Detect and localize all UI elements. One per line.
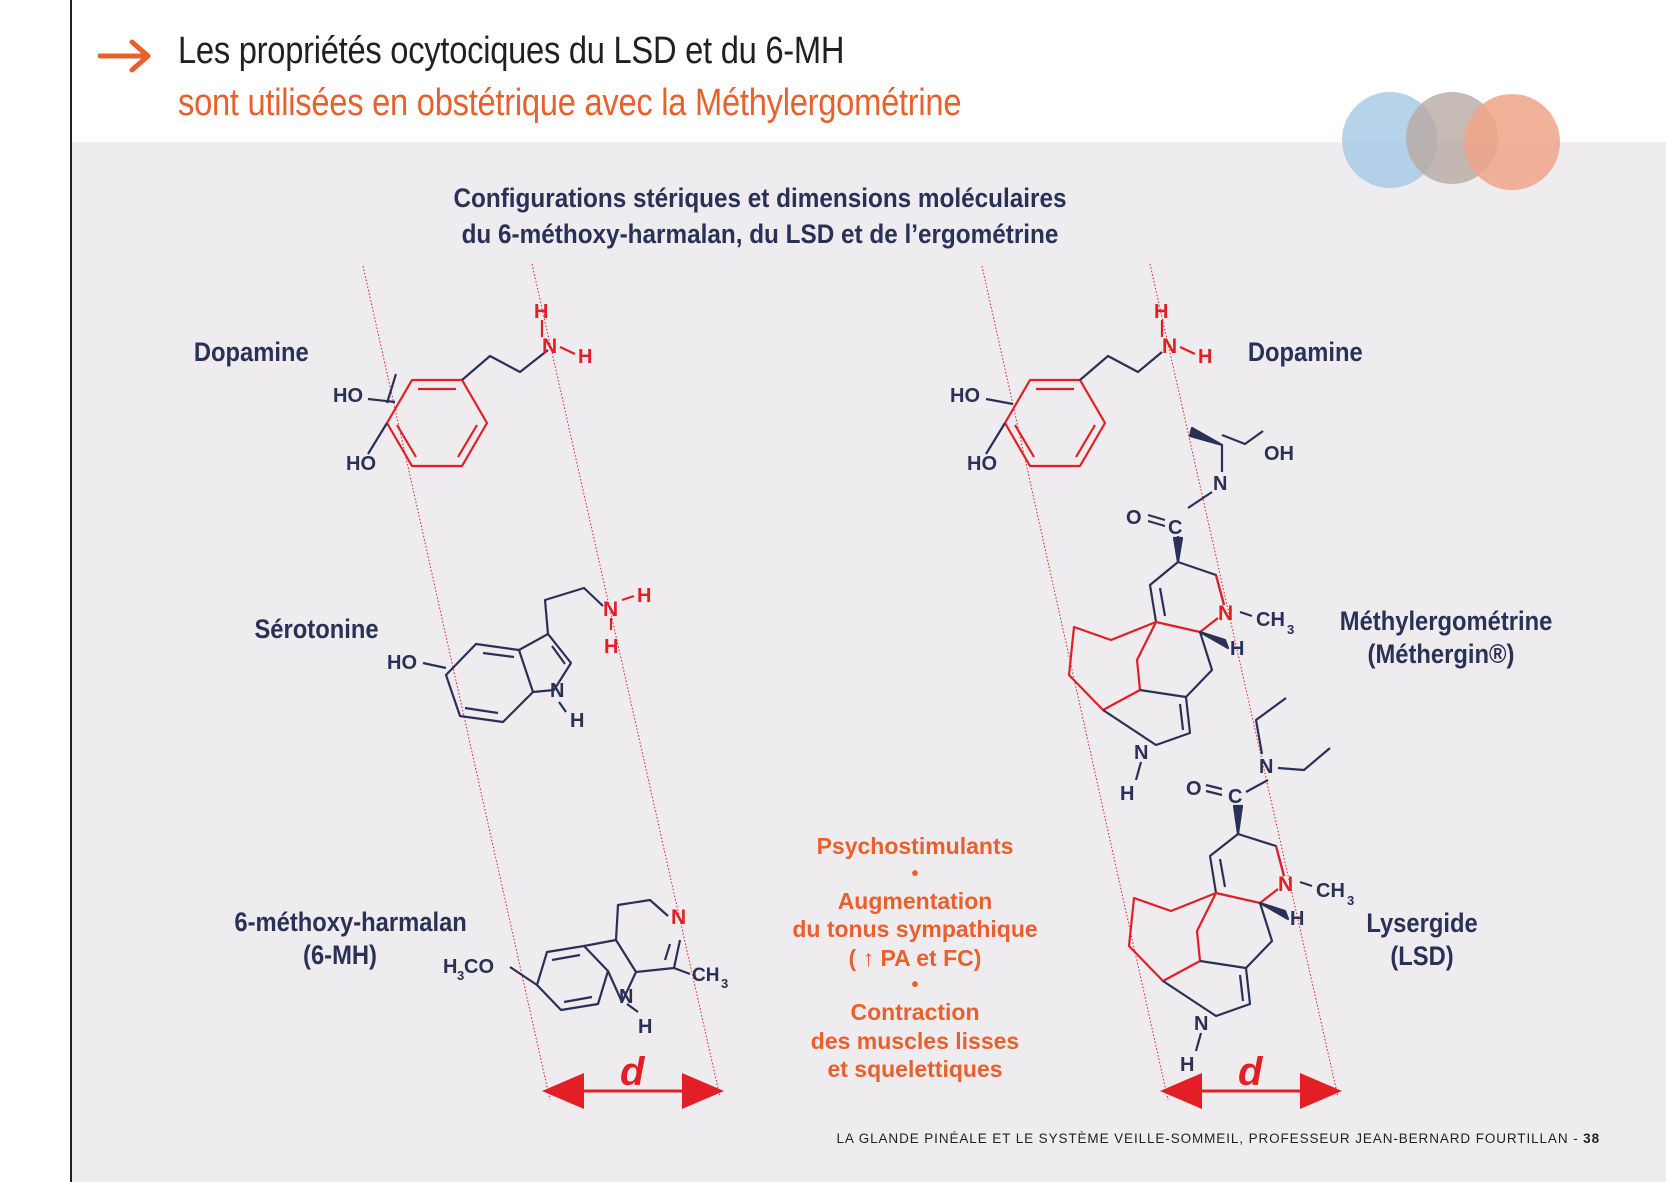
subtitle-line2: du 6-méthoxy-harmalan, du LSD et de l’er… [461,219,1059,249]
atom-H3CO-rest: CO [464,956,494,978]
atom-H: H [1154,301,1168,323]
atom-N: N [542,335,557,358]
overlapping-circles-logo [1342,92,1560,190]
lsd-structure [1127,697,1331,1052]
atom-H: H [637,585,651,607]
atom-HO: HO [967,453,997,475]
label-serotonine: Sérotonine [254,614,379,644]
effect-tonus: du tonus sympathique [792,916,1038,942]
guide-line-right-2 [1149,263,1339,1098]
subtitle-line1: Configurations stériques et dimensions m… [453,183,1067,213]
guide-line-right-1 [981,265,1169,1101]
atom-N: N [1162,335,1177,358]
slide-title-line2: sont utilisées en obstétrique avec la Mé… [178,82,962,124]
label-lsd-line1: Lysergide [1366,908,1478,938]
atom-H: H [638,1016,652,1038]
label-lsd-line2: (LSD) [1390,941,1454,971]
guide-lines [362,263,1339,1101]
atom-HO: HO [346,453,376,475]
diagram-subtitle: Configurations stériques et dimensions m… [350,180,1170,252]
arrow-right-icon [98,39,151,73]
effect-psychostimulants: Psychostimulants [816,833,1014,859]
atom-N: N [1194,1013,1208,1035]
harmalan-structure [509,898,691,1013]
effect-muscles: des muscles lisses [810,1027,1020,1054]
atom-H: H [1230,638,1244,660]
atom-N: N [603,598,618,621]
guide-line-left-2 [531,263,721,1098]
atom-HO: HO [950,385,980,407]
label-6mh-line1: 6-méthoxy-harmalan [234,907,467,937]
guide-line-left-1 [362,265,551,1101]
dopamine-right-structure [985,320,1196,468]
bullet: • [911,862,919,885]
atom-C: C [1168,517,1182,539]
label-6mh: 6-méthoxy-harmalan (6-MH) [234,906,467,972]
atom-N: N [1218,602,1233,625]
atom-OH: OH [1264,443,1294,465]
bullet: • [911,974,919,996]
atom-H: H [604,636,618,658]
dopamine-left-structure [367,320,576,468]
atom-H: H [1180,1054,1194,1076]
atom-sub3: 3 [721,976,728,991]
atom-H: H [1198,346,1212,368]
page-number: 38 [1583,1131,1600,1146]
atom-CH: CH [1256,609,1285,631]
atom-O: O [1186,778,1202,800]
effect-pa-fc: ( ↑ PA et FC) [848,944,982,971]
atom-N: N [550,680,564,702]
atom-N: N [671,906,686,929]
footer-text: LA GLANDE PINÉALE ET LE SYSTÈME VEILLE-S… [836,1131,1584,1146]
atom-N: N [619,986,633,1008]
atom-H: H [570,710,584,732]
atom-N: N [1213,473,1227,495]
atom-H3CO-sub3: 3 [457,968,464,983]
distance-label-left: d [620,1050,645,1094]
atom-N: N [1134,742,1148,764]
serotonin-structure [422,586,604,724]
atom-H: H [578,346,592,368]
label-methyl-line1: Méthylergométrine [1339,606,1553,636]
footer: LA GLANDE PINÉALE ET LE SYSTÈME VEILLE-S… [836,1131,1600,1146]
atom-sub3: 3 [1347,893,1354,908]
atom-O: O [1126,507,1142,529]
atom-CH: CH [1316,880,1345,902]
methylergometrine-structure [1067,426,1264,781]
label-methylergometrine: Méthylergométrine (Méthergin®) [1339,605,1553,671]
atom-H: H [1290,908,1304,930]
label-lsd: Lysergide (LSD) [1360,907,1483,973]
content-panel [72,142,1666,1182]
atom-H: H [1120,783,1134,805]
atom-H3CO-H: H [443,956,457,978]
label-methyl-line2: (Méthergin®) [1367,639,1515,669]
left-rule [70,0,72,1182]
distance-label-right: d [1238,1050,1263,1094]
atom-HO: HO [333,385,363,407]
effect-contraction: Contraction [850,999,980,1025]
label-6mh-line2: (6-MH) [303,940,377,970]
label-dopamine-left: Dopamine [193,337,309,367]
atom-N: N [1259,756,1273,778]
label-dopamine-right: Dopamine [1247,337,1363,367]
slide-title-line1: Les propriétés ocytociques du LSD et du … [178,30,845,72]
atom-N: N [1278,873,1293,896]
atom-sub3: 3 [1287,622,1294,637]
effect-squelettiques: et squelettiques [827,1056,1003,1082]
effect-augmentation: Augmentation [837,887,993,914]
atom-HO: HO [387,652,417,674]
atom-CH: CH [692,965,719,986]
effects-list: Psychostimulants • Augmentation du tonus… [760,832,1070,1084]
atom-H: H [534,301,548,323]
atom-C: C [1228,786,1242,808]
